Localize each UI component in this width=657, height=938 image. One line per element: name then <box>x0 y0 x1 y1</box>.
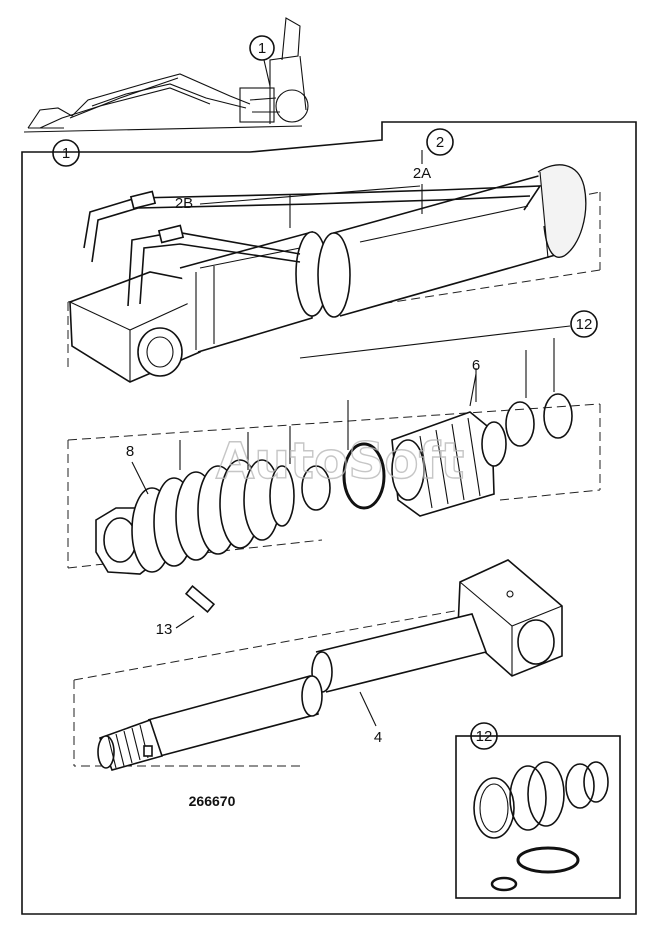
machine-thumbnail <box>23 17 309 133</box>
inset-seal-kit-callout: 12 <box>470 722 498 750</box>
gland-callout: 8 <box>126 443 149 495</box>
svg-text:1: 1 <box>62 145 70 162</box>
hose-a-label: 2A <box>413 165 431 214</box>
svg-text:1: 1 <box>258 40 266 57</box>
svg-text:8: 8 <box>126 443 134 460</box>
piston-callout: 6 <box>469 357 480 407</box>
svg-text:12: 12 <box>576 316 593 333</box>
svg-text:2: 2 <box>436 134 444 151</box>
rod-callout: 4 <box>359 691 382 746</box>
svg-text:6: 6 <box>472 357 480 374</box>
seal-set <box>67 338 601 613</box>
pin-callout: 13 <box>156 615 195 638</box>
hose-kit-callout: 2 <box>421 128 454 164</box>
svg-text:12: 12 <box>476 728 493 745</box>
frame-callout: 1 <box>52 139 80 167</box>
hose-b-label: 2B <box>175 185 421 228</box>
svg-text:2B: 2B <box>175 195 193 212</box>
piston-rod <box>73 559 563 771</box>
svg-text:13: 13 <box>156 621 173 638</box>
drawing-number: 266670 <box>189 793 236 809</box>
svg-text:2A: 2A <box>413 165 431 182</box>
svg-text:4: 4 <box>374 729 382 746</box>
seal-kit-callout: 12 <box>299 310 598 359</box>
diagram-frame <box>21 121 637 915</box>
watermark: AutoSoft <box>216 432 465 490</box>
cylinder-barrel <box>67 164 601 383</box>
machine-callout: 1 <box>249 35 275 87</box>
seal-kit-inset <box>455 735 621 899</box>
